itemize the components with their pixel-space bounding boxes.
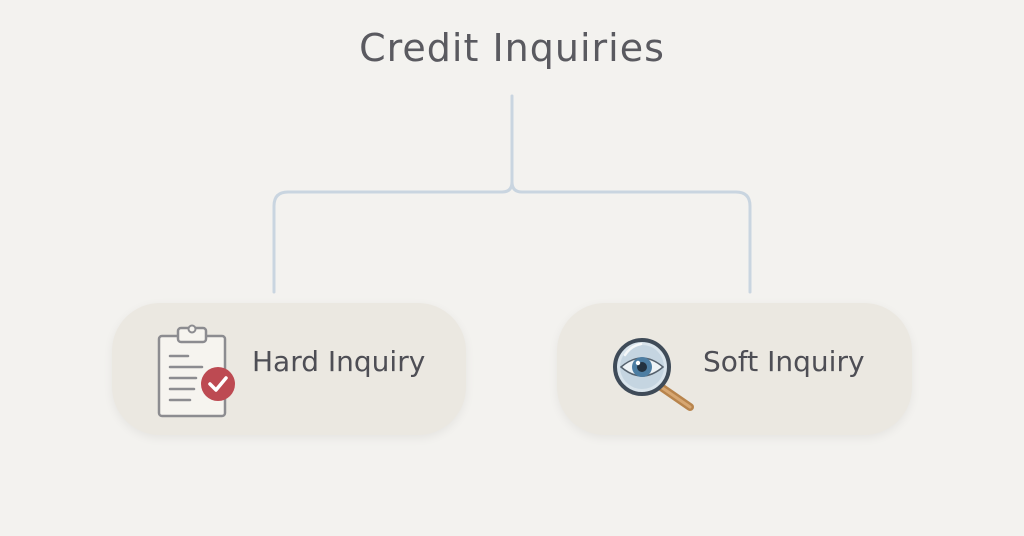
clipboard-check-icon [157,324,235,418]
soft-inquiry-node: Soft Inquiry [557,303,912,435]
connector-branch-right [510,180,752,294]
diagram-title: Credit Inquiries [359,26,665,70]
connector-trunk [272,94,514,294]
hard-inquiry-label: Hard Inquiry [252,345,426,378]
soft-inquiry-label: Soft Inquiry [703,345,865,378]
hard-inquiry-node: Hard Inquiry [112,303,466,435]
magnifying-glass-eye-icon [613,338,694,411]
